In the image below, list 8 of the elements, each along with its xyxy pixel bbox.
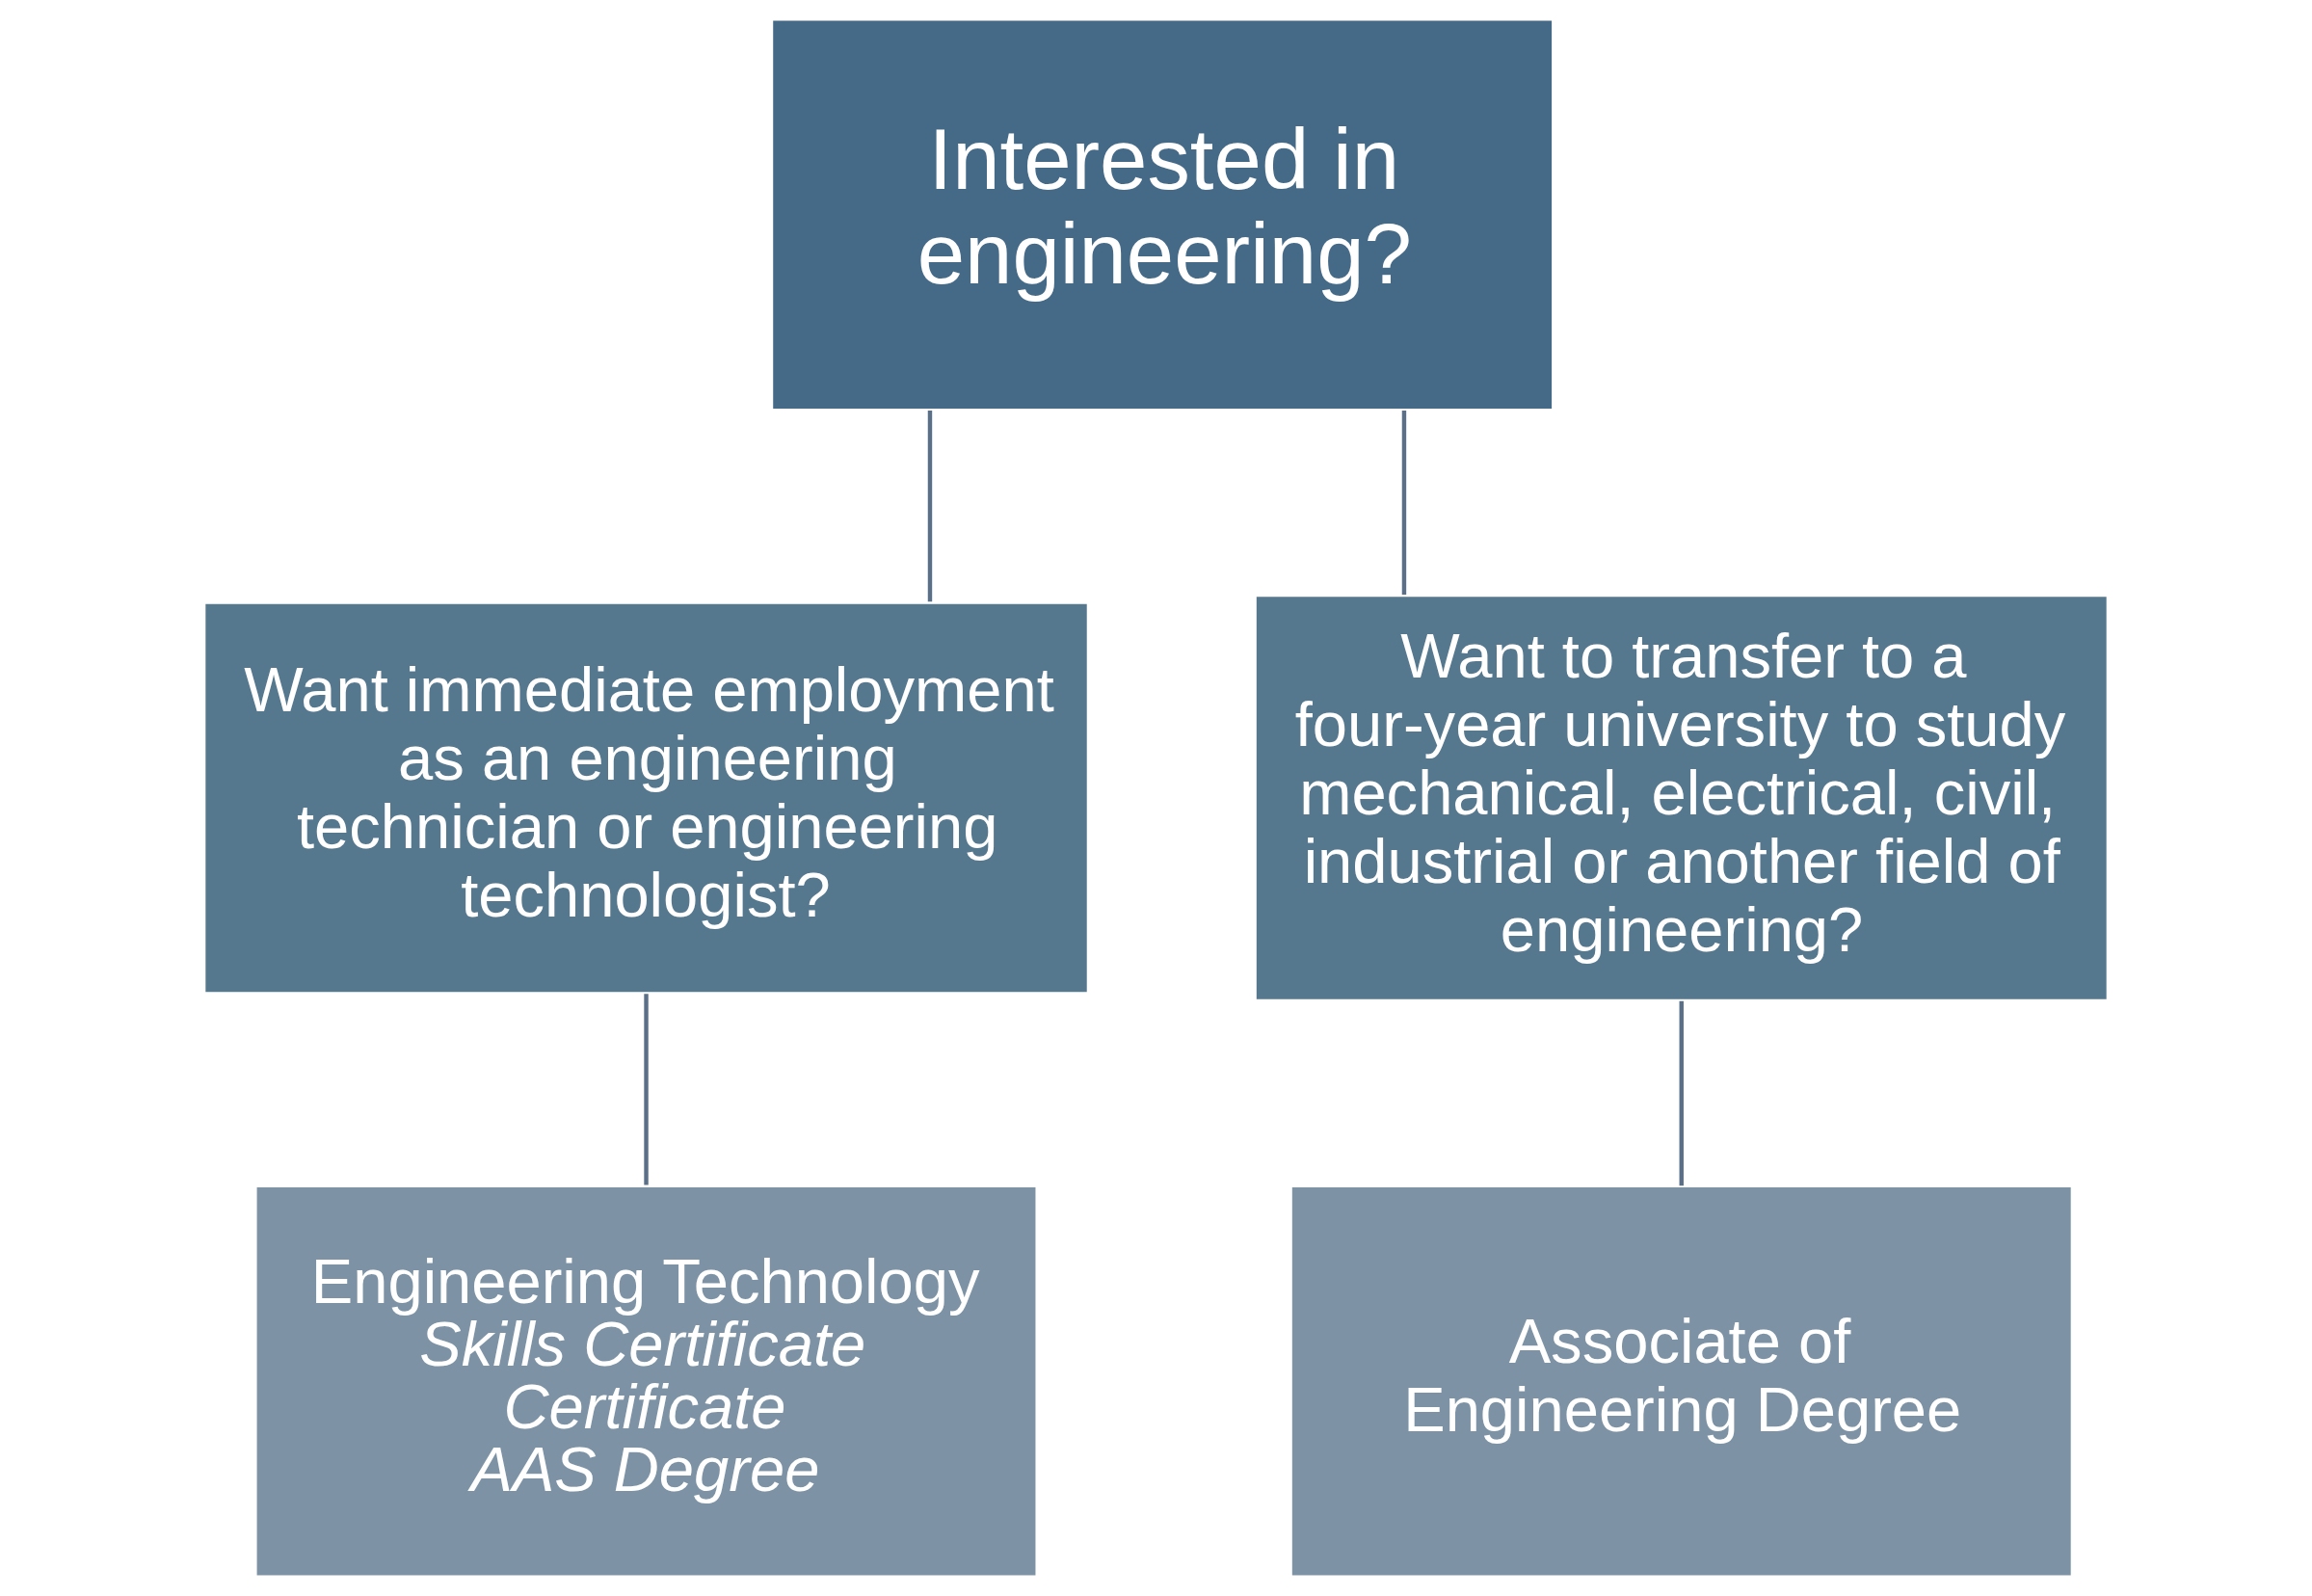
node-box: Associate of Engineering Degree bbox=[1289, 1184, 2074, 1579]
connector bbox=[1401, 411, 1407, 596]
node-box: Engineering Technology Skills Certificate Certificate AAS Degree bbox=[253, 1184, 1039, 1579]
connector bbox=[1679, 1000, 1684, 1186]
connector bbox=[927, 411, 933, 602]
node-box: Want to transfer to a four-year university to study mechanical, electrical, civil, industrial or another field of engineering? bbox=[1253, 594, 2110, 1002]
connector bbox=[644, 994, 649, 1185]
node-box: Want immediate employment as an engineering technician or engineering technologist? bbox=[202, 600, 1090, 996]
